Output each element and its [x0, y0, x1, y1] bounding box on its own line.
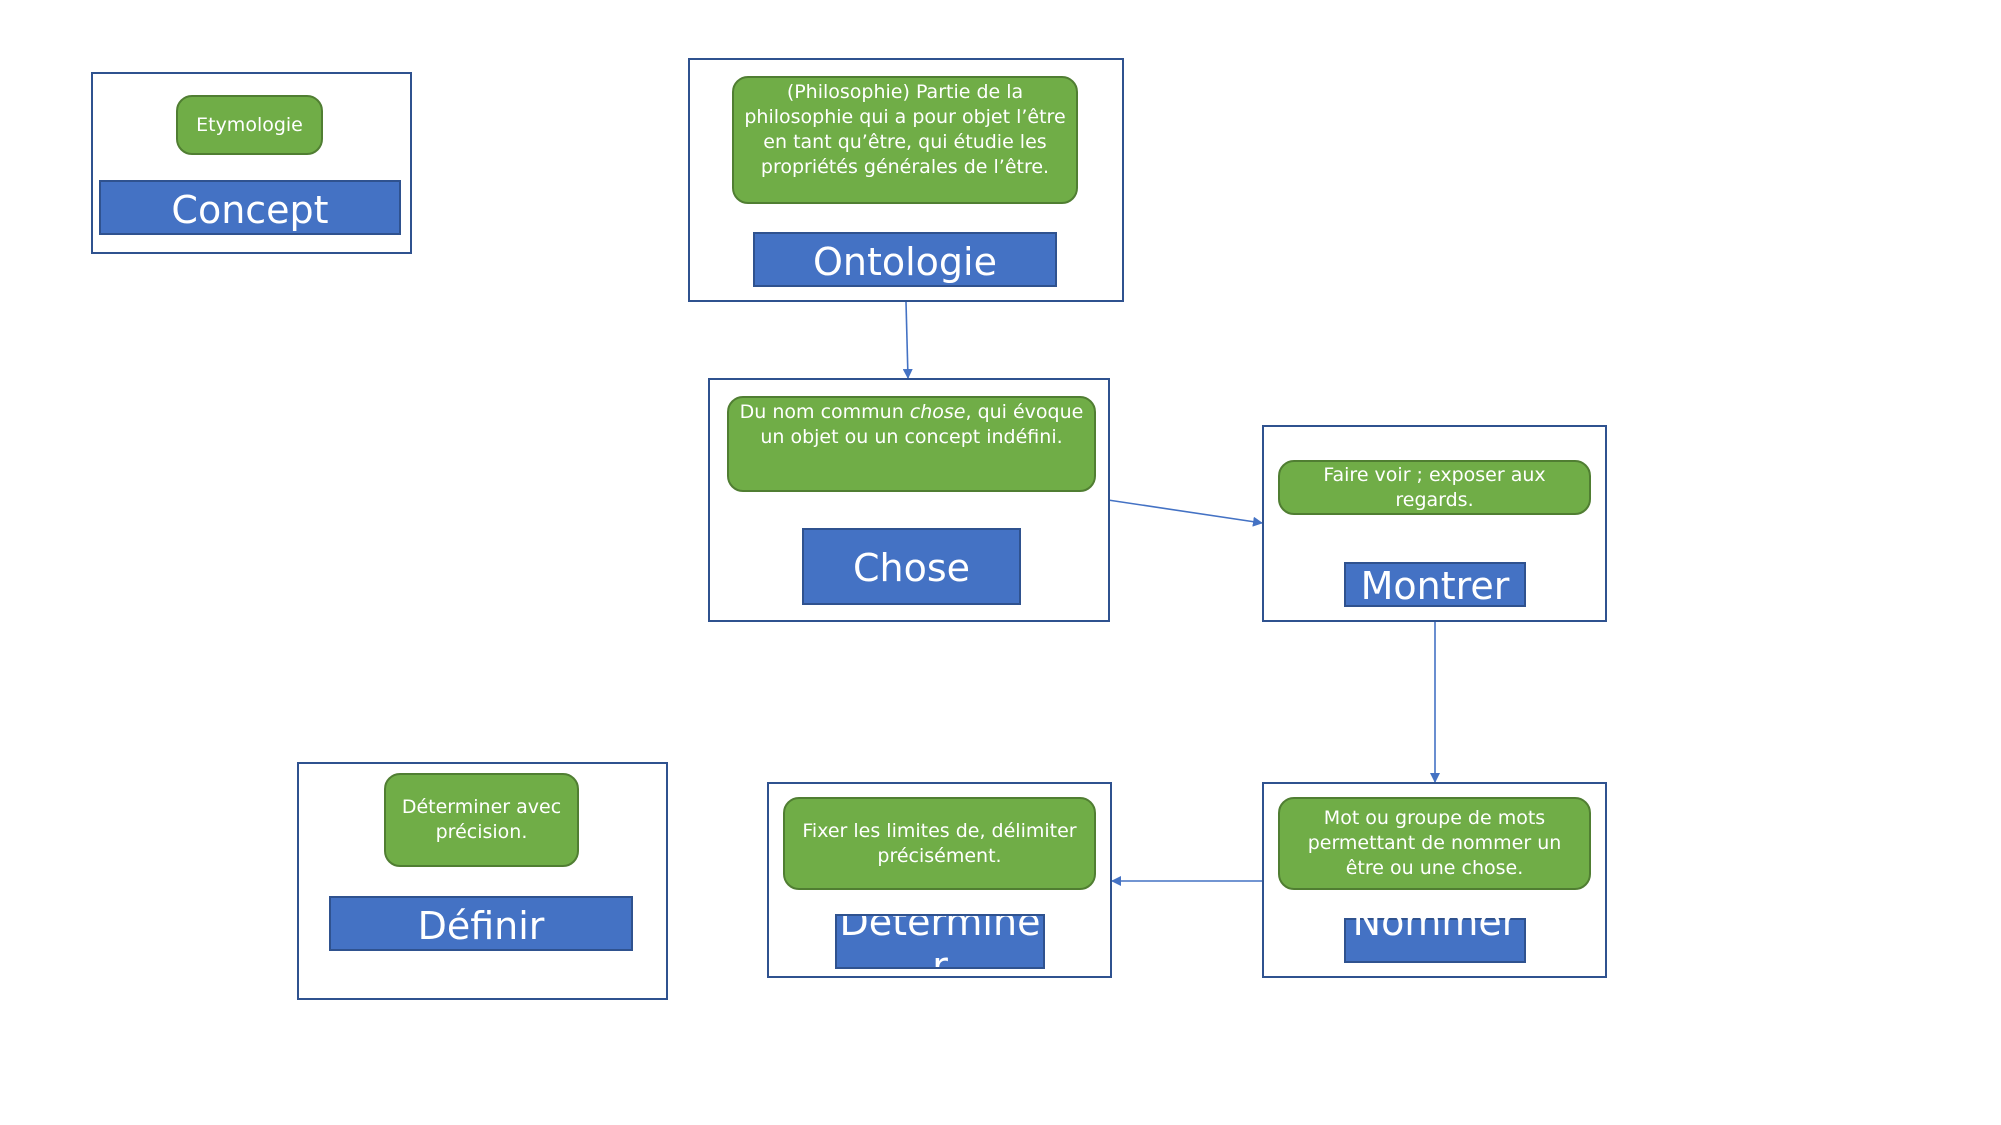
term-chose[interactable]: Chose	[802, 528, 1021, 605]
definition-ontologie[interactable]: (Philosophie) Partie de la philosophie q…	[732, 76, 1078, 204]
term-ontologie[interactable]: Ontologie	[753, 232, 1057, 287]
term-definir[interactable]: Définir	[329, 896, 633, 951]
term-determiner[interactable]: Déterminer	[835, 914, 1045, 969]
definition-concept[interactable]: Etymologie	[176, 95, 323, 155]
definition-determiner[interactable]: Fixer les limites de, délimiter précisém…	[783, 797, 1096, 890]
term-nommer[interactable]: Nommer	[1344, 900, 1526, 963]
term-montrer[interactable]: Montrer	[1344, 562, 1526, 608]
definition-montrer[interactable]: Faire voir ; exposer aux regards.	[1278, 460, 1591, 515]
definition-chose[interactable]: Du nom commun chose, qui évoque un objet…	[727, 396, 1096, 492]
definition-nommer[interactable]: Mot ou groupe de mots permettant de nomm…	[1278, 797, 1591, 890]
edge-ontologie-chose	[902, 301, 913, 379]
term-concept[interactable]: Concept	[99, 180, 401, 235]
definition-definir[interactable]: Déterminer avec précision.	[384, 773, 579, 867]
edge-chose-montrer	[1107, 499, 1263, 527]
